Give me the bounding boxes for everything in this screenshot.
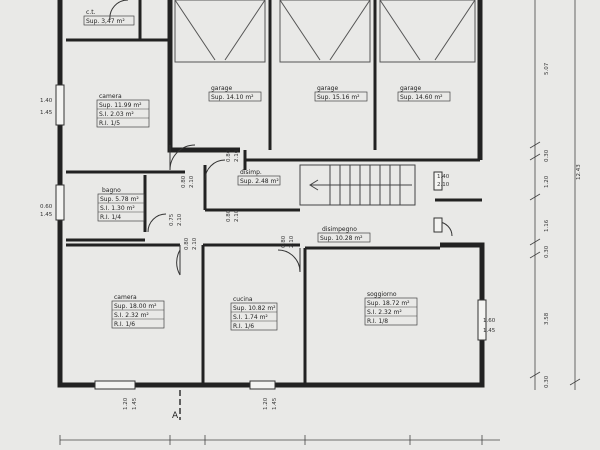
room-sup: Sup. 14.60 m²	[400, 94, 443, 101]
room-name: soggiorno	[367, 291, 397, 298]
garage-door-marks	[174, 0, 476, 63]
dim-door-m: 1.40	[437, 174, 450, 180]
dim-window-sogg-b: 1.45	[483, 328, 496, 334]
room-name: garage	[317, 85, 338, 92]
dim-door-h: 2.10	[234, 209, 240, 222]
room-label-cucina: cucina Sup. 10.82 m² S.I. 1.74 m² R.I. 1…	[230, 296, 278, 331]
room-sup: Sup. 14.10 m²	[211, 94, 254, 101]
room-name: bagno	[102, 187, 121, 194]
room-name: camera	[99, 93, 122, 100]
dim-door-b: 2.10	[189, 175, 195, 188]
room-si: S.I. 1.30 m²	[100, 205, 135, 212]
section-line: A	[172, 390, 181, 421]
right-dimension-line	[529, 0, 581, 390]
dim-right-seg6: 3.58	[544, 312, 550, 325]
section-mark: A	[172, 411, 179, 421]
door-swings	[109, 0, 453, 276]
room-sup: Sup. 5.78 m²	[100, 196, 139, 203]
window-marks	[55, 84, 487, 390]
dim-right-total: 12.43	[576, 164, 582, 180]
room-sup: Sup. 10.28 m²	[320, 235, 363, 242]
dim-right-seg1: 5.07	[544, 62, 550, 75]
dim-window-bottom1-a: 1.20	[123, 397, 129, 410]
room-sup: Sup. 2.48 m²	[240, 178, 279, 185]
room-label-camera2: camera Sup. 18.00 m² S.I. 2.32 m² R.I. 1…	[111, 294, 165, 329]
room-sup: Sup. 18.00 m²	[114, 303, 157, 310]
room-si: S.I. 2.32 m²	[114, 312, 149, 319]
room-si: S.I. 2.32 m²	[367, 309, 402, 316]
dim-right-seg3: 1.20	[544, 175, 550, 188]
dim-door-i: 0.80	[184, 237, 190, 250]
dim-right-seg4: 1.16	[544, 219, 550, 232]
bottom-dimension-line	[59, 435, 500, 445]
room-label-disimp1: disimp. Sup. 2.48 m²	[237, 169, 281, 186]
interior-walls	[66, 0, 482, 385]
room-sup: Sup. 15.16 m²	[317, 94, 360, 101]
dim-window-bottom2-b: 1.45	[272, 397, 278, 410]
room-ri: R.I. 1/8	[367, 318, 388, 325]
dim-window-bottom1-b: 1.45	[132, 397, 138, 410]
dim-door-k: 0.80	[281, 235, 287, 248]
room-name: disimp.	[240, 169, 262, 176]
room-si: S.I. 2.03 m²	[99, 111, 134, 118]
room-name: camera	[114, 294, 137, 301]
dim-door-a: 0.80	[181, 175, 187, 188]
dim-door-g: 0.80	[226, 209, 232, 222]
room-ri: R.I. 1/6	[114, 321, 135, 328]
room-sup: Sup. 10.82 m²	[233, 305, 276, 312]
room-name: cucina	[233, 296, 253, 303]
dim-door-d: 2.10	[234, 149, 240, 162]
dim-door-c: 0.80	[226, 149, 232, 162]
dim-window-bagno-b: 1.45	[40, 212, 53, 218]
dim-door-l: 2.10	[289, 235, 295, 248]
room-label-garage1: garage Sup. 14.10 m²	[208, 85, 262, 102]
room-name: garage	[211, 85, 232, 92]
dim-door-f: 2.10	[177, 213, 183, 226]
dim-window-bagno-a: 0.60	[40, 204, 53, 210]
room-label-garage3: garage Sup. 14.60 m²	[397, 85, 451, 102]
room-sup: Sup. 11.99 m²	[99, 102, 142, 109]
room-ri: R.I. 1/5	[99, 120, 120, 127]
staircase	[299, 164, 416, 206]
room-ri: R.I. 1/4	[100, 214, 121, 221]
room-label-bagno: bagno Sup. 5.78 m² S.I. 1.30 m² R.I. 1/4	[97, 187, 145, 222]
room-sup: Sup. 3,47 m²	[86, 18, 125, 25]
dim-window-sogg-a: 1.60	[483, 318, 496, 324]
room-si: S.I. 1.74 m²	[233, 314, 268, 321]
room-label-soggiorno: soggiorno Sup. 18.72 m² S.I. 2.32 m² R.I…	[364, 291, 418, 326]
room-name: disimpegno	[322, 226, 357, 233]
dim-door-e: 0.75	[169, 213, 175, 226]
dim-window-camera1-b: 1.45	[40, 110, 53, 116]
dim-right-seg7: 0.30	[544, 375, 550, 388]
dim-door-n: 2.10	[437, 182, 450, 188]
dim-window-camera1-a: 1.40	[40, 98, 53, 104]
room-label-disimp2: disimpegno Sup. 10.28 m²	[317, 226, 371, 243]
room-name: c.t.	[86, 9, 96, 16]
dim-right-seg2: 0.30	[544, 149, 550, 162]
dim-right-seg5: 0.30	[544, 245, 550, 258]
room-sup: Sup. 18.72 m²	[367, 300, 410, 307]
dim-window-bottom2-a: 1.20	[263, 397, 269, 410]
room-label-camera1: camera Sup. 11.99 m² S.I. 2.03 m² R.I. 1…	[96, 93, 150, 128]
room-label-garage2: garage Sup. 15.16 m²	[314, 85, 368, 102]
room-ri: R.I. 1/6	[233, 323, 254, 330]
room-label-ct: c.t. Sup. 3,47 m²	[83, 9, 135, 26]
room-name: garage	[400, 85, 421, 92]
dim-door-j: 2.10	[192, 237, 198, 250]
